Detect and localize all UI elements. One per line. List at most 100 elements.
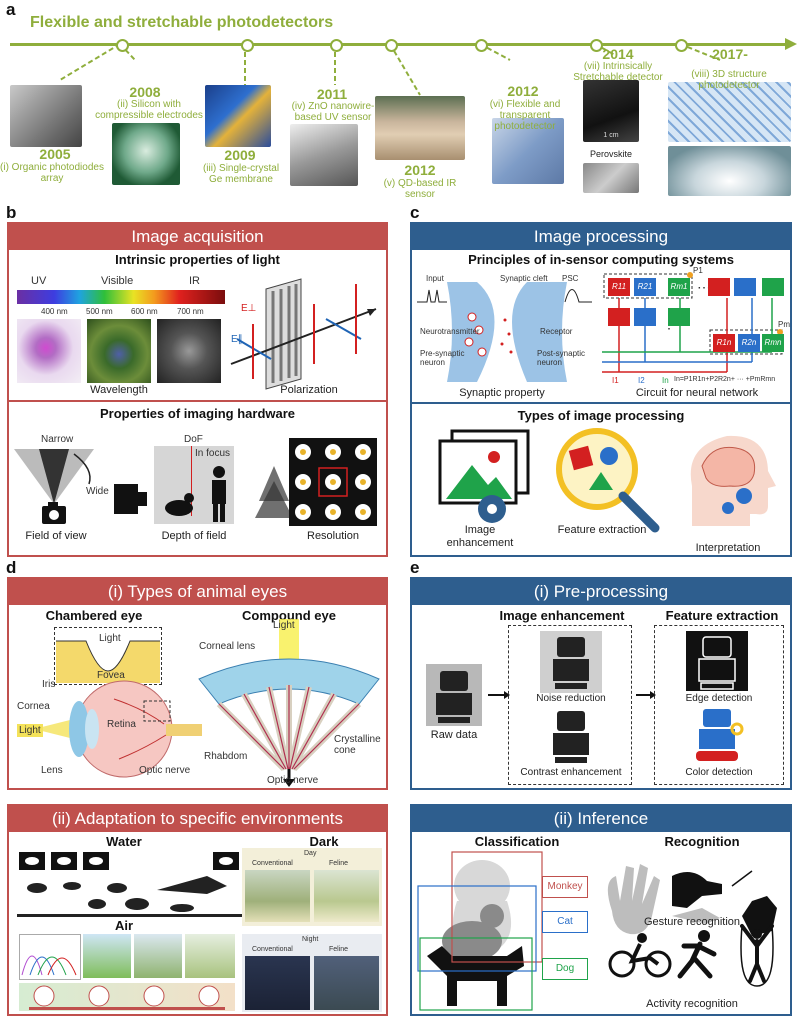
night-feline-label: Feline: [329, 946, 349, 953]
milestone-year: 2008: [129, 84, 161, 100]
uv-flower-image: [17, 319, 81, 383]
timeline-node: [116, 39, 129, 52]
r-cell: [634, 308, 656, 326]
milestone-year: 2011: [316, 86, 348, 102]
circuit-label: Circuit for neural network: [635, 387, 759, 399]
section-divider: [9, 400, 386, 402]
ir-label: IR: [189, 275, 200, 287]
inference-panel: (ii) Inference Classification Recognitio…: [410, 804, 792, 1016]
spectral-sensitivity-plot: [19, 934, 81, 980]
compound-eye-title: Compound eye: [242, 608, 336, 623]
gesture-recognition-label: Gesture recognition: [644, 916, 740, 928]
recognition-title: Recognition: [664, 834, 740, 849]
air-title: Air: [114, 918, 134, 933]
night-feline-view: [314, 956, 379, 1010]
chambered-eye-diagram: [34, 680, 202, 778]
synapse-diagram: [417, 282, 592, 382]
optic-nerve-label: Optic nerve: [139, 765, 191, 776]
post-synaptic-label: Post-synaptic neuron: [537, 349, 586, 367]
day-label: Day: [304, 850, 317, 857]
r-cell: [762, 278, 784, 296]
qd-ir-sensor-photo: [375, 96, 465, 160]
corneal-lens-label: Corneal lens: [199, 641, 256, 652]
r11-cell: R11: [608, 278, 630, 296]
image-processing-header: Image processing: [412, 224, 790, 250]
water-title: Water: [106, 834, 142, 849]
timeline-node: [475, 39, 488, 52]
day-feline-label: Feline: [329, 860, 349, 867]
compound-light-label: Light: [273, 620, 295, 631]
ir-flower-image: [157, 319, 221, 383]
types-title: Types of image processing: [517, 408, 685, 423]
r1n-cell: R1n: [713, 334, 735, 352]
focus-line: [191, 446, 192, 516]
night-label: Night: [302, 936, 319, 943]
pre-processing-panel: (i) Pre-processing Image enhancement Fea…: [410, 577, 792, 790]
milestone-caption: (vii) Intrinsically Stretchable detector: [573, 61, 663, 83]
panel-label-b: b: [6, 203, 17, 222]
depth-of-field-label: Depth of field: [161, 530, 227, 542]
feature-extraction-icon: [556, 428, 660, 533]
chambered-light-label: Light: [17, 724, 43, 737]
stretchable-detector-photo: [583, 80, 639, 142]
panel-label-e: e: [410, 558, 420, 577]
wide-label: Wide: [86, 486, 109, 497]
timeline-node: [590, 39, 603, 52]
contrast-enhancement-label: Contrast enhancement: [520, 767, 622, 778]
milestone-caption: (viii) 3D structure photodetector: [691, 69, 767, 91]
raw-data-label: Raw data: [430, 729, 478, 741]
dog-label-box: Dog: [542, 958, 588, 980]
spectrum-tick: 400 nm: [41, 307, 68, 316]
color-detection-label: Color detection: [685, 767, 753, 778]
uv-label: UV: [31, 275, 47, 287]
field-of-view-label: Field of view: [25, 530, 87, 542]
compound-optic-nerve-label: Optic nerve: [267, 775, 319, 786]
interpretation-icon: [690, 435, 776, 526]
r-cell: [734, 278, 756, 296]
synaptic-property-label: Synaptic property: [459, 387, 545, 399]
panel-label-d: d: [6, 558, 17, 577]
inference-header: (ii) Inference: [412, 806, 790, 832]
image-enhancement-label: Image enhancement: [446, 524, 514, 549]
cat-label-box: Cat: [542, 911, 588, 933]
field-of-view-diagram: [14, 449, 94, 524]
spectral-curves: [21, 955, 77, 976]
zno-sensor-photo: [290, 124, 358, 186]
principles-title: Principles of in-sensor computing system…: [468, 252, 734, 267]
visible-label: Visible: [101, 275, 134, 287]
raptor-vision-strip: [19, 983, 235, 1011]
rm1-cell: Rm1: [668, 278, 690, 296]
milestone-caption: (iv) ZnO nanowire-based UV sensor: [291, 101, 375, 123]
adaptation-header: (ii) Adaptation to specific environments: [9, 806, 386, 832]
r-cell: [608, 308, 630, 326]
resolution-label: Resolution: [307, 530, 359, 542]
perovskite-photo: [583, 163, 639, 193]
robot-figures: [436, 631, 748, 763]
receptor-label: Receptor: [540, 327, 573, 336]
current-formula: In=P1R1n+P2R2n+ ··· +PmRmn: [674, 376, 776, 383]
panel-label-c: c: [410, 203, 420, 222]
timeline-node: [241, 39, 254, 52]
narrow-label: Narrow: [41, 434, 74, 445]
synaptic-cleft-label: Synaptic cleft: [500, 274, 548, 283]
3d-structure-photo-top: [668, 82, 791, 142]
day-conventional-label: Conventional: [252, 860, 293, 867]
resolution-grid: [289, 438, 377, 526]
rmn-cell: Rmn: [762, 334, 784, 352]
classification-title: Classification: [474, 834, 560, 849]
day-feline-view: [314, 870, 379, 922]
current-i1: I1: [612, 376, 619, 385]
panel-label-a: a: [6, 0, 16, 19]
night-conventional-label: Conventional: [252, 946, 293, 953]
spectrum-tick: 600 nm: [131, 307, 158, 316]
pre-synaptic-label: Pre-synaptic neuron: [420, 349, 465, 367]
fovea-label: Fovea: [97, 670, 125, 681]
organic-photodiode-photo: [10, 85, 82, 147]
perovskite-label: Perovskite: [589, 149, 633, 159]
feature-group: [654, 625, 784, 785]
milestone-caption: (iii) Single-crystal Ge membrane: [202, 163, 280, 185]
fovea-light-label: Light: [99, 633, 121, 644]
animal-eyes-header: (i) Types of animal eyes: [9, 579, 386, 605]
depth-of-field-diagram: [114, 466, 293, 522]
r21-cell: R21: [634, 278, 656, 296]
